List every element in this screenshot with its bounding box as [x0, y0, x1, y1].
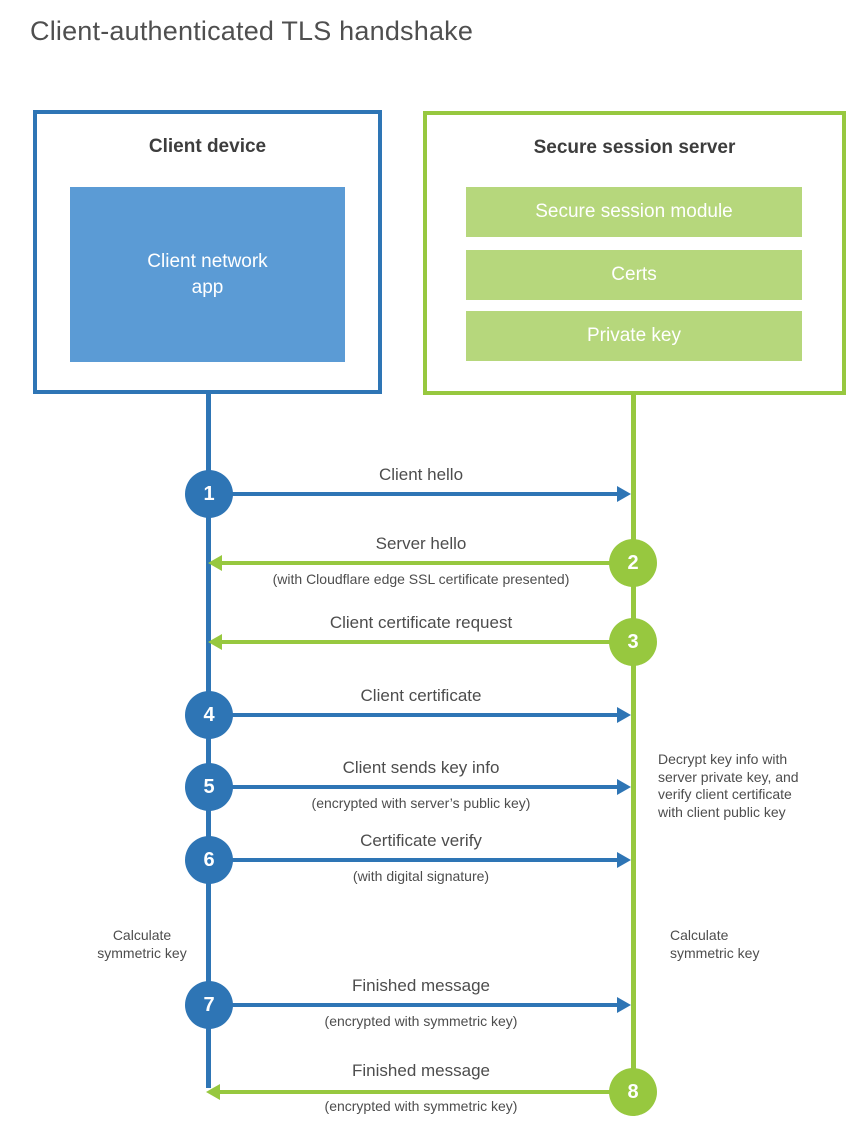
- arrow-right-icon: [617, 997, 631, 1013]
- step-3-badge: 3: [609, 618, 657, 666]
- arrow-line: [222, 561, 617, 565]
- client-device-box: Client device Client network app: [33, 110, 382, 394]
- step-5-sublabel: (encrypted with server’s public key): [311, 795, 531, 811]
- private-key-bar: Private key: [466, 311, 802, 361]
- page-title: Client-authenticated TLS handshake: [30, 16, 474, 46]
- arrow-right-icon: [617, 779, 631, 795]
- arrow-line: [222, 858, 617, 862]
- step-8-sublabel: (encrypted with symmetric key): [324, 1098, 518, 1114]
- client-device-title: Client device: [148, 136, 267, 157]
- arrow-left-icon: [208, 555, 222, 571]
- step-2-badge: 2: [609, 539, 657, 587]
- step-7-badge: 7: [185, 981, 233, 1029]
- step-3-label: Client certificate request: [329, 613, 513, 632]
- step-1-badge: 1: [185, 470, 233, 518]
- arrow-line: [222, 785, 617, 789]
- decrypt-key-note: Decrypt key info with server private key…: [658, 751, 799, 820]
- certs-bar: Certs: [466, 250, 802, 300]
- step-8-label: Finished message: [352, 1061, 490, 1080]
- arrow-right-icon: [617, 707, 631, 723]
- arrow-line: [222, 492, 617, 496]
- arrow-right-icon: [617, 852, 631, 868]
- step-6-label: Certificate verify: [360, 831, 482, 850]
- step-1-label: Client hello: [378, 465, 464, 484]
- secure-session-server-title: Secure session server: [533, 137, 736, 158]
- step-5-badge: 5: [185, 763, 233, 811]
- step-6-sublabel: (with digital signature): [352, 868, 490, 884]
- step-2-label: Server hello: [375, 534, 467, 553]
- secure-session-server-box: Secure session server Secure session mod…: [423, 111, 846, 395]
- step-5-label: Client sends key info: [342, 758, 500, 777]
- secure-session-module-bar: Secure session module: [466, 187, 802, 237]
- step-4-badge: 4: [185, 691, 233, 739]
- arrow-left-icon: [206, 1084, 220, 1100]
- calculate-symmetric-key-right-note: Calculate symmetric key: [670, 927, 760, 961]
- client-lifeline: [206, 392, 211, 1088]
- arrow-left-icon: [208, 634, 222, 650]
- arrow-line: [222, 640, 617, 644]
- arrow-line: [222, 1003, 617, 1007]
- step-4-label: Client certificate: [360, 686, 482, 705]
- arrow-right-icon: [617, 486, 631, 502]
- client-network-app-box: Client network app: [70, 187, 345, 362]
- server-lifeline: [631, 393, 636, 1093]
- calculate-symmetric-key-left-note: Calculate symmetric key: [97, 927, 187, 961]
- step-7-label: Finished message: [352, 976, 490, 995]
- step-2-sublabel: (with Cloudflare edge SSL certificate pr…: [272, 571, 570, 587]
- step-8-badge: 8: [609, 1068, 657, 1116]
- step-7-sublabel: (encrypted with symmetric key): [324, 1013, 518, 1029]
- arrow-line: [222, 713, 617, 717]
- arrow-line: [220, 1090, 617, 1094]
- step-6-badge: 6: [185, 836, 233, 884]
